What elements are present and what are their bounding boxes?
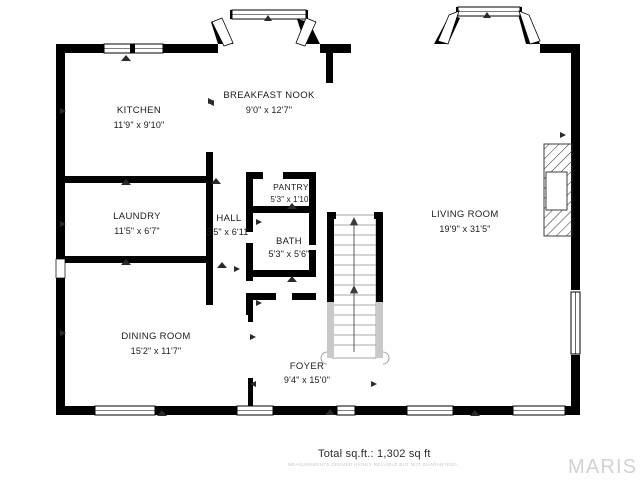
- room-labels: KITCHEN 11'9" x 9'10" BREAKFAST NOOK 9'0…: [113, 90, 498, 385]
- room-label-pantry: PANTRY: [273, 182, 309, 192]
- room-dim-bath: 5'3" x 5'6": [269, 249, 310, 259]
- room-dim-breakfast-nook: 9'0" x 12'7": [246, 105, 292, 115]
- room-dim-foyer: 9'4" x 15'0": [284, 375, 330, 385]
- room-dim-living-room: 19'9" x 31'5": [439, 224, 490, 234]
- maris-watermark: MARIS: [568, 456, 638, 478]
- staircase-icon: [320, 212, 390, 365]
- interior-walls: [56, 44, 333, 406]
- room-dim-dining-room: 15'2" x 11'7": [131, 346, 182, 356]
- room-label-kitchen: KITCHEN: [117, 105, 161, 116]
- room-dim-hall: 3'5" x 6'11": [206, 227, 252, 237]
- room-label-foyer: FOYER: [290, 361, 324, 372]
- windows: [55, 6, 581, 416]
- room-dim-kitchen: 11'9" x 9'10": [114, 120, 165, 130]
- room-label-dining-room: DINING ROOM: [121, 331, 190, 342]
- room-label-breakfast-nook: BREAKFAST NOOK: [223, 90, 315, 101]
- room-dim-pantry: 5'3" x 1'10": [270, 195, 311, 204]
- total-square-feet-label: Total sq.ft.: 1,302 sq ft: [318, 448, 431, 460]
- fireplace-icon: [543, 143, 573, 237]
- room-label-hall: HALL: [216, 213, 241, 224]
- room-dim-laundry: 11'5" x 6'7": [114, 226, 160, 236]
- opening-markers: [60, 12, 566, 416]
- room-label-bath: BATH: [276, 236, 302, 247]
- disclaimer-text: MEASUREMENTS DEEMED HIGHLY RELIABLE BUT …: [288, 462, 459, 467]
- room-label-living-room: LIVING ROOM: [431, 209, 498, 220]
- room-label-laundry: LAUNDRY: [113, 211, 161, 222]
